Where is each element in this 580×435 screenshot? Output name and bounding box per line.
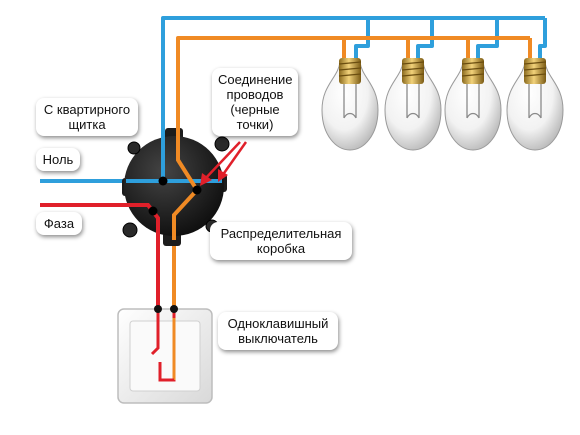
pointer-arrows <box>200 141 248 186</box>
label-phase: Фаза <box>36 212 82 235</box>
connection-point <box>158 176 168 186</box>
label-connection: Соединение проводов (черные точки) <box>212 68 298 136</box>
lamp-icon <box>321 58 379 151</box>
lamp-icon <box>444 58 502 151</box>
label-from-panel: С квартирного щитка <box>36 98 138 136</box>
single-key-switch-icon <box>117 305 213 404</box>
label-junction-box: Распределительная коробка <box>210 222 352 260</box>
connection-point <box>148 206 158 216</box>
lamp-icon <box>506 58 564 151</box>
connection-point <box>192 185 202 195</box>
label-switch: Одноклавишный выключатель <box>218 312 338 350</box>
label-neutral: Ноль <box>36 148 80 171</box>
lamp-icon <box>384 58 442 151</box>
lamp-row <box>321 58 564 151</box>
junction-box-icon <box>122 128 230 246</box>
